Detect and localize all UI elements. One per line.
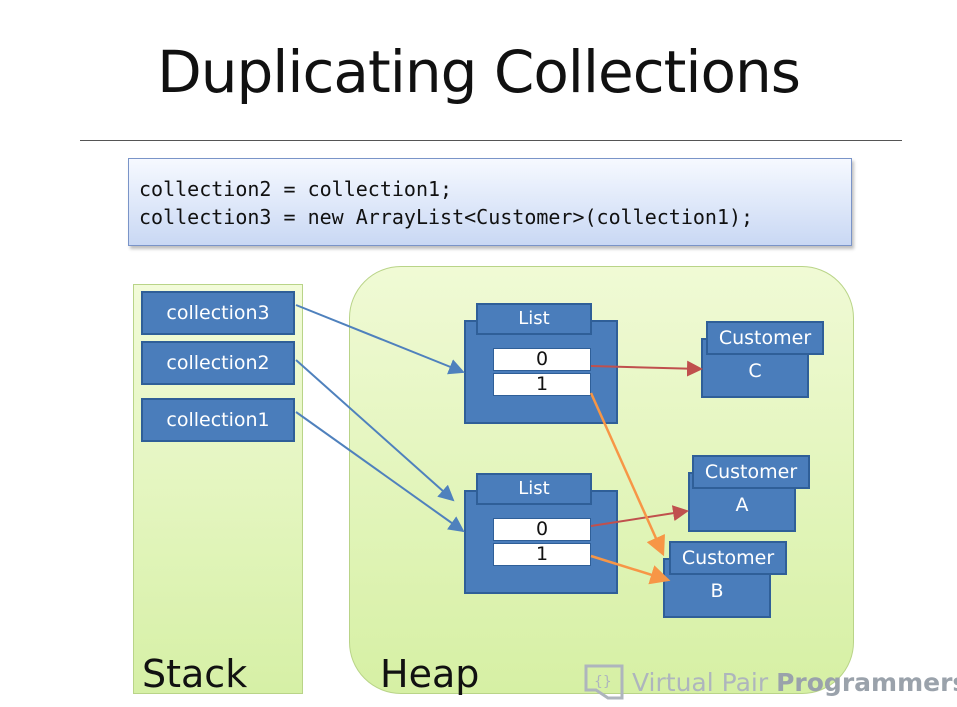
customer-c-header: Customer — [706, 321, 824, 355]
vpp-logo-icon: {} — [584, 664, 624, 700]
stack-var-collection1: collection1 — [141, 398, 295, 442]
list-box-top — [464, 320, 618, 424]
title-divider — [80, 140, 902, 141]
customer-b-header: Customer — [669, 541, 787, 575]
stack-var-collection2: collection2 — [141, 341, 295, 385]
code-line-1: collection2 = collection1; — [139, 177, 453, 201]
arrow-collection3-to-list-top — [295, 304, 465, 375]
list-top-slot-0: 0 — [493, 348, 591, 371]
customer-a-header: Customer — [692, 455, 810, 489]
slide-title: Duplicating Collections — [157, 38, 801, 106]
stack-label: Stack — [142, 652, 248, 696]
code-block: collection2 = collection1; collection3 =… — [128, 158, 852, 246]
list-bottom-slot-0: 0 — [493, 518, 591, 541]
arrow-collection2-to-list-bottom — [295, 359, 455, 502]
watermark-text-light: Virtual Pair — [632, 668, 777, 697]
arrow-collection1-to-list-bottom — [295, 411, 465, 533]
list-top-slot-1: 1 — [493, 373, 591, 396]
list-bottom-slot-1: 1 — [493, 543, 591, 566]
stack-var-collection3: collection3 — [141, 291, 295, 335]
watermark-text-bold: Programmers — [776, 668, 957, 697]
arrow-list-bottom-0-to-customer-a — [590, 505, 689, 527]
list-header-top: List — [476, 303, 592, 335]
svg-text:{}: {} — [594, 674, 612, 690]
arrow-list-top-0-to-customer-c — [590, 360, 703, 377]
watermark-text: Virtual Pair Programmers — [632, 668, 957, 697]
list-box-bottom — [464, 490, 618, 594]
arrow-list-top-1-to-customer-b — [589, 392, 665, 557]
code-line-2: collection3 = new ArrayList<Customer>(co… — [139, 205, 754, 229]
heap-label: Heap — [380, 652, 480, 696]
arrow-list-bottom-1-to-customer-b — [590, 554, 671, 585]
list-header-bottom: List — [476, 473, 592, 505]
